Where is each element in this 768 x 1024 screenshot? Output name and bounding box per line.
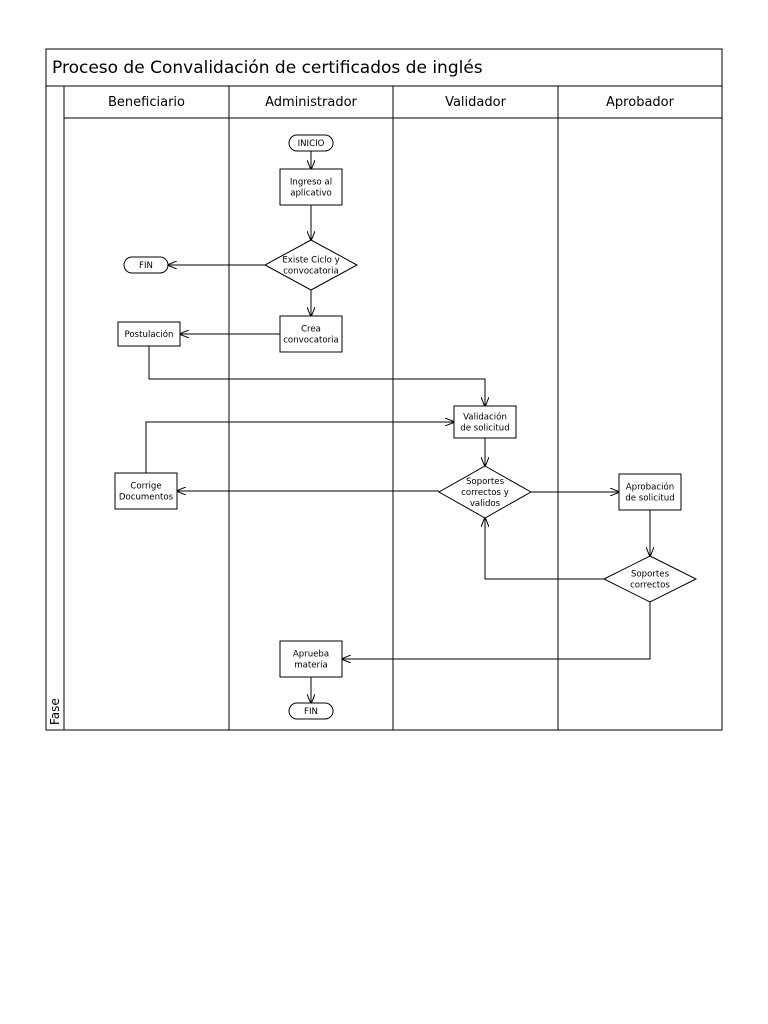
node-label-line: aplicativo — [290, 189, 332, 199]
diagram-title: Proceso de Convalidación de certificados… — [52, 58, 483, 78]
edges-layer — [145, 151, 651, 703]
node-inicio: INICIO — [288, 134, 334, 152]
terminator-shape — [288, 134, 334, 152]
node-label-line: de solicitud — [625, 494, 674, 504]
node-postulacion: Postulación — [117, 321, 181, 347]
node-label-line: materia — [294, 661, 327, 671]
node-label-line: FIN — [304, 707, 318, 717]
node-label-line: Soportes — [466, 477, 505, 487]
node-label-line: correctos y — [461, 488, 509, 498]
terminator-shape — [123, 256, 169, 274]
lane-headers: Beneficiario Administrador Validador Apr… — [108, 95, 675, 110]
node-label-line: Existe Ciclo y — [282, 256, 339, 266]
process-shape — [117, 321, 181, 347]
edge-corrige-to-validacion — [145, 422, 454, 473]
node-label-line: de solicitud — [460, 424, 509, 434]
process-shape — [114, 472, 178, 510]
edge-soportes-apr-to-aprueba — [342, 602, 651, 659]
node-label-line: convocatoria — [283, 336, 339, 346]
node-label-line: Aprueba — [293, 650, 329, 660]
terminator-shape — [288, 702, 334, 720]
node-label-line: INICIO — [298, 139, 325, 149]
node-label-line: FIN — [139, 261, 153, 271]
node-label-line: convocatoria — [283, 267, 339, 277]
node-label-line: Soportes — [631, 570, 670, 580]
node-label-line: Aprobación — [626, 482, 674, 493]
process-shape — [279, 640, 343, 678]
swimlane-frame — [45, 48, 723, 731]
edge-postulacion-to-validacion — [148, 346, 485, 406]
decision-shape — [263, 239, 359, 291]
edge-soportes-apr-to-soportes-val — [485, 518, 604, 580]
node-label-line: Postulación — [125, 329, 174, 340]
process-shape — [453, 405, 517, 439]
process-shape — [279, 168, 343, 206]
node-label-line: correctos — [630, 581, 670, 591]
node-label-line: Crea — [301, 325, 321, 335]
node-fin-2: FIN — [288, 702, 334, 720]
lane-header-administrador: Administrador — [265, 95, 357, 110]
node-label-line: validos — [470, 499, 501, 509]
node-label-line: Validación — [463, 412, 507, 423]
node-label-line: Corrige — [130, 482, 161, 492]
process-shape — [618, 473, 682, 511]
decision-shape — [602, 555, 698, 603]
process-shape — [279, 315, 343, 353]
node-label-line: Documentos — [119, 493, 174, 503]
decision-shape — [437, 465, 533, 519]
node-fin-1: FIN — [123, 256, 169, 274]
outer-border — [45, 48, 723, 731]
lane-header-beneficiario: Beneficiario — [108, 95, 185, 110]
phase-label: Fase — [48, 698, 62, 725]
node-label-line: Ingreso al — [290, 178, 332, 188]
lane-header-aprobador: Aprobador — [606, 95, 675, 110]
lane-header-validador: Validador — [445, 95, 506, 110]
